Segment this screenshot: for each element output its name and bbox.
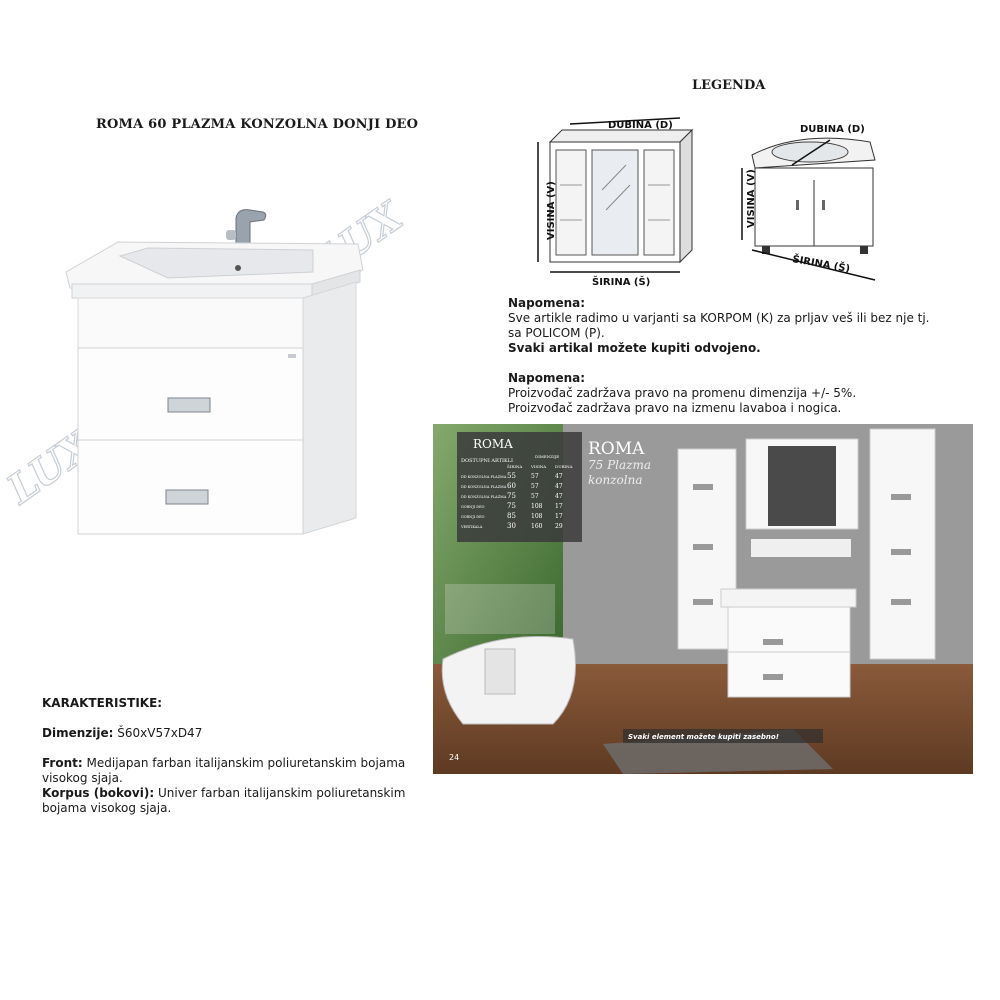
table-cell-depth: 29 xyxy=(555,523,563,530)
product-image xyxy=(65,209,364,535)
notes-block: Napomena: Sve artikle radimo u varjanti … xyxy=(508,296,978,416)
table-cell-width: 75 xyxy=(507,502,516,510)
mirror-height-label: VISINA (V) xyxy=(546,181,557,240)
korpus-line: Korpus (bokovi): Univer farban italijans… xyxy=(42,786,442,801)
table-cell-name: GORNJI DEO xyxy=(461,515,485,519)
catalog-image: ROMA DOSTUPNI ARTIKLI DIMENZIJE ŠIRINA V… xyxy=(433,424,973,774)
table-cell-depth: 47 xyxy=(555,483,563,490)
front-line: Front: Medijapan farban italijanskim pol… xyxy=(42,756,442,771)
note2-line: Proizvođač zadržava pravo na izmenu lava… xyxy=(508,401,842,415)
front-value: Medijapan farban italijanskim poliuretan… xyxy=(86,756,406,770)
mirror-width-label: ŠIRINA (Š) xyxy=(592,275,650,288)
table-cell-depth: 47 xyxy=(555,493,563,500)
dimensions-value: Š60xV57xD47 xyxy=(117,726,203,740)
table-cell-name: GORNJI DEO xyxy=(461,505,485,509)
legend-diagrams: DUBINA (D) VISINA (V) ŠIRINA (Š) DUBINA … xyxy=(537,117,876,288)
table-cell-name: DD KONZOLNA PLAZMA xyxy=(461,475,507,479)
note1-heading: Napomena: xyxy=(508,296,586,310)
table-cell-depth: 17 xyxy=(555,513,563,520)
table-cell-height: 108 xyxy=(531,503,543,510)
mirror-depth-label: DUBINA (D) xyxy=(608,120,673,131)
table-cell-name: DD KONZOLNA PLAZMA xyxy=(461,485,507,489)
catalog-footer: Svaki element možete kupiti zasebno! xyxy=(628,733,779,741)
vanity-width-label: ŠIRINA (Š) xyxy=(791,252,851,275)
note1-bold: Svaki artikal možete kupiti odvojeno. xyxy=(508,341,761,355)
mirror-cabinet-diagram: DUBINA (D) VISINA (V) ŠIRINA (Š) xyxy=(537,117,694,288)
product-title: ROMA 60 PLAZMA KONZOLNA DONJI DEO xyxy=(96,117,419,132)
vanity-diagram: DUBINA (D) VISINA (V) ŠIRINA (Š) xyxy=(741,124,876,281)
table-cell-depth: 17 xyxy=(555,503,563,510)
table-cell-height: 57 xyxy=(531,473,539,480)
table-cell-width: 55 xyxy=(507,472,516,480)
catalog-subheading: konzolna xyxy=(588,473,643,487)
table-col-dubina: DUBINA xyxy=(555,464,573,469)
dimensions-line: Dimenzije: Š60xV57xD47 xyxy=(42,726,442,741)
characteristics-heading: KARAKTERISTIKE: xyxy=(42,696,163,710)
catalog-subheading: 75 Plazma xyxy=(588,458,651,472)
table-cell-height: 57 xyxy=(531,483,539,490)
vanity-depth-label: DUBINA (D) xyxy=(800,124,865,135)
table-cell-width: 30 xyxy=(507,522,516,530)
dimensions-label: Dimenzije: xyxy=(42,726,114,740)
catalog-scene: ROMA DOSTUPNI ARTIKLI DIMENZIJE ŠIRINA V… xyxy=(433,424,973,774)
front-label: Front: xyxy=(42,756,83,770)
note1-line: Sve artikle radimo u varjanti sa KORPOM … xyxy=(508,311,930,325)
table-cell-height: 160 xyxy=(531,523,543,530)
table-cell-height: 57 xyxy=(531,493,539,500)
catalog-heading: ROMA xyxy=(588,439,645,459)
table-cell-name: DD KONZOLNA PLAZMA xyxy=(461,495,507,499)
table-header-articles: DOSTUPNI ARTIKLI xyxy=(461,458,513,464)
table-col-sirina: ŠIRINA xyxy=(507,464,522,469)
table-cell-width: 75 xyxy=(507,492,516,500)
note2-heading: Napomena: xyxy=(508,371,586,385)
korpus-value: Univer farban italijanskim poliuretanski… xyxy=(157,786,406,800)
table-title: ROMA xyxy=(473,437,513,451)
table-cell-width: 60 xyxy=(507,482,516,490)
korpus-value-cont: bojama visokog sjaja. xyxy=(42,801,172,815)
note1-line: sa POLICOM (P). xyxy=(508,326,605,340)
characteristics-block: KARAKTERISTIKE: Dimenzije: Š60xV57xD47 F… xyxy=(42,696,442,816)
front-value-cont: visokog sjaja. xyxy=(42,771,123,785)
vanity-height-label: VISINA (V) xyxy=(746,169,757,228)
table-col-visina: VISINA xyxy=(530,464,546,469)
note2-line: Proizvođač zadržava pravo na promenu dim… xyxy=(508,386,857,400)
table-cell-height: 108 xyxy=(531,513,543,520)
table-cell-name: VERTIKALA xyxy=(460,525,483,529)
table-cell-width: 85 xyxy=(507,512,516,520)
table-cell-depth: 47 xyxy=(555,473,563,480)
table-header-dims: DIMENZIJE xyxy=(535,454,559,459)
catalog-page-number: 24 xyxy=(449,753,459,762)
legend-title: LEGENDA xyxy=(692,78,766,93)
korpus-label: Korpus (bokovi): xyxy=(42,786,155,800)
